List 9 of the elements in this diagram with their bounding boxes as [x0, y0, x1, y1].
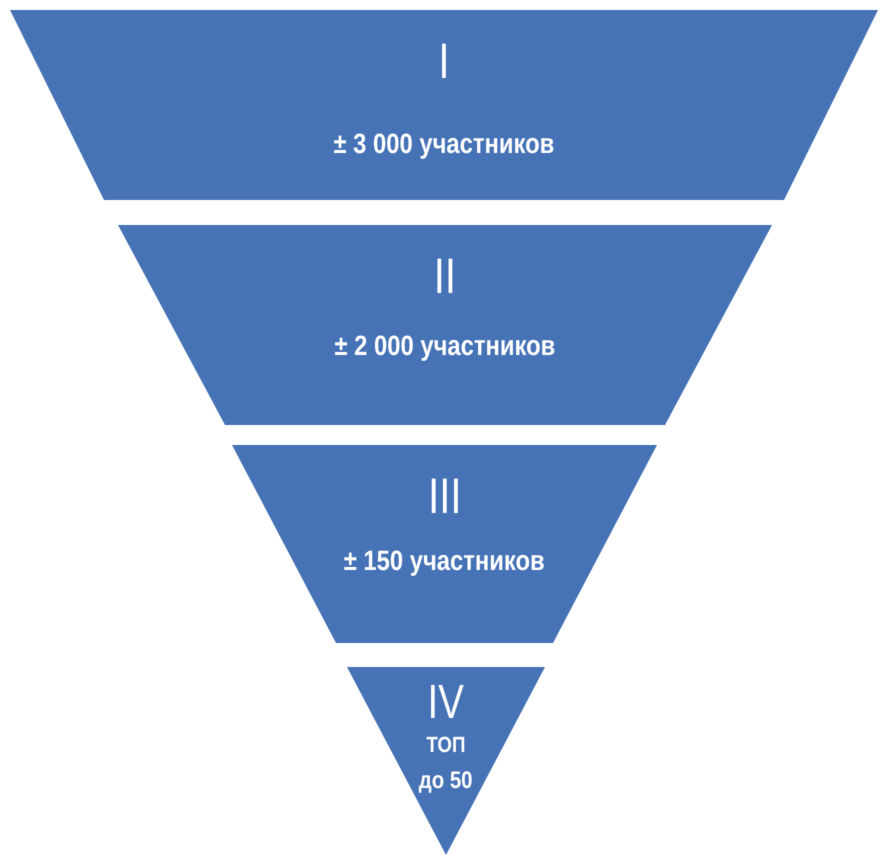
participant-count: ± 3 000 участников — [334, 128, 554, 160]
participant-count: ± 2 000 участников — [334, 330, 556, 362]
level-numeral: III — [428, 467, 462, 525]
level-numeral: I — [438, 32, 450, 90]
level-numeral: IV — [428, 675, 464, 730]
top-label: ТОП — [426, 732, 466, 758]
participant-count: ± 150 участников — [344, 545, 545, 577]
top-label: до 50 — [419, 767, 473, 795]
level-numeral: II — [434, 247, 456, 305]
